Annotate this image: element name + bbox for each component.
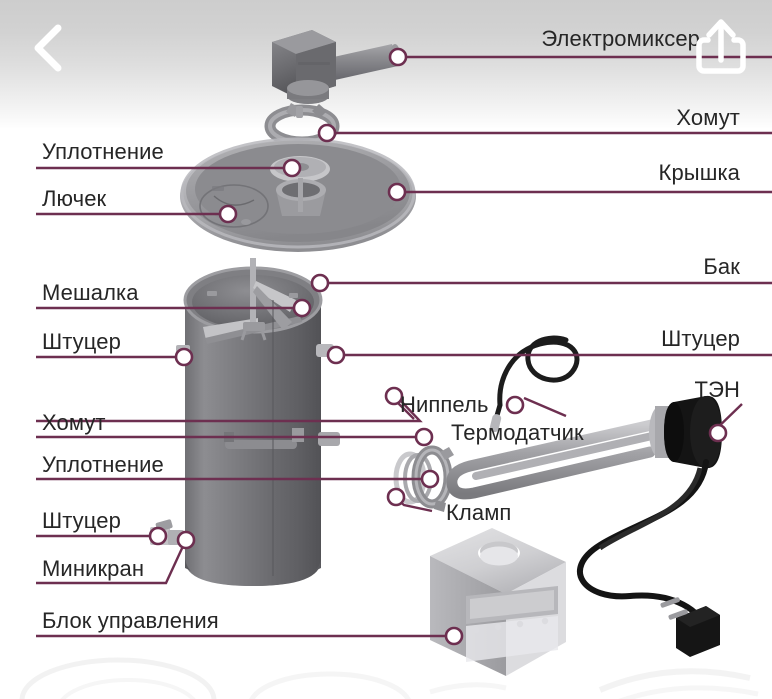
- callout-label-elektromikser: Электромиксер: [541, 26, 700, 51]
- callout-label-shtucer-left-upper: Штуцер: [42, 329, 121, 354]
- share-icon[interactable]: [696, 18, 746, 76]
- callout-label-khomut-top: Хомут: [676, 105, 740, 130]
- callout-label-uplotnenie-lower: Уплотнение: [42, 452, 164, 477]
- callout-label-lyuchek: Лючек: [42, 186, 107, 211]
- callout-label-uplotnenie-top: Уплотнение: [42, 139, 164, 164]
- callout-label-bak: Бак: [703, 254, 740, 279]
- callout-label-nippel: Ниппель: [400, 392, 489, 417]
- callout-label-blok-upravleniya: Блок управления: [42, 608, 219, 633]
- callout-label-klamp: Кламп: [446, 500, 512, 525]
- back-button[interactable]: [26, 20, 72, 76]
- callout-label-shtucer-right: Штуцер: [661, 326, 740, 351]
- callout-label-shtucer-left-lower: Штуцер: [42, 508, 121, 533]
- chevron-left-icon[interactable]: [26, 20, 72, 76]
- callout-label-meshalka: Мешалка: [42, 280, 139, 305]
- callout-label-termodatchik: Термодатчик: [451, 420, 584, 445]
- callout-label-kryshka: Крышка: [658, 160, 740, 185]
- share-button[interactable]: [696, 18, 746, 76]
- callout-label-ten: ТЭН: [694, 377, 740, 402]
- callout-label-minikran: Миникран: [42, 556, 145, 581]
- callout-label-khomut-lower: Хомут: [42, 410, 106, 435]
